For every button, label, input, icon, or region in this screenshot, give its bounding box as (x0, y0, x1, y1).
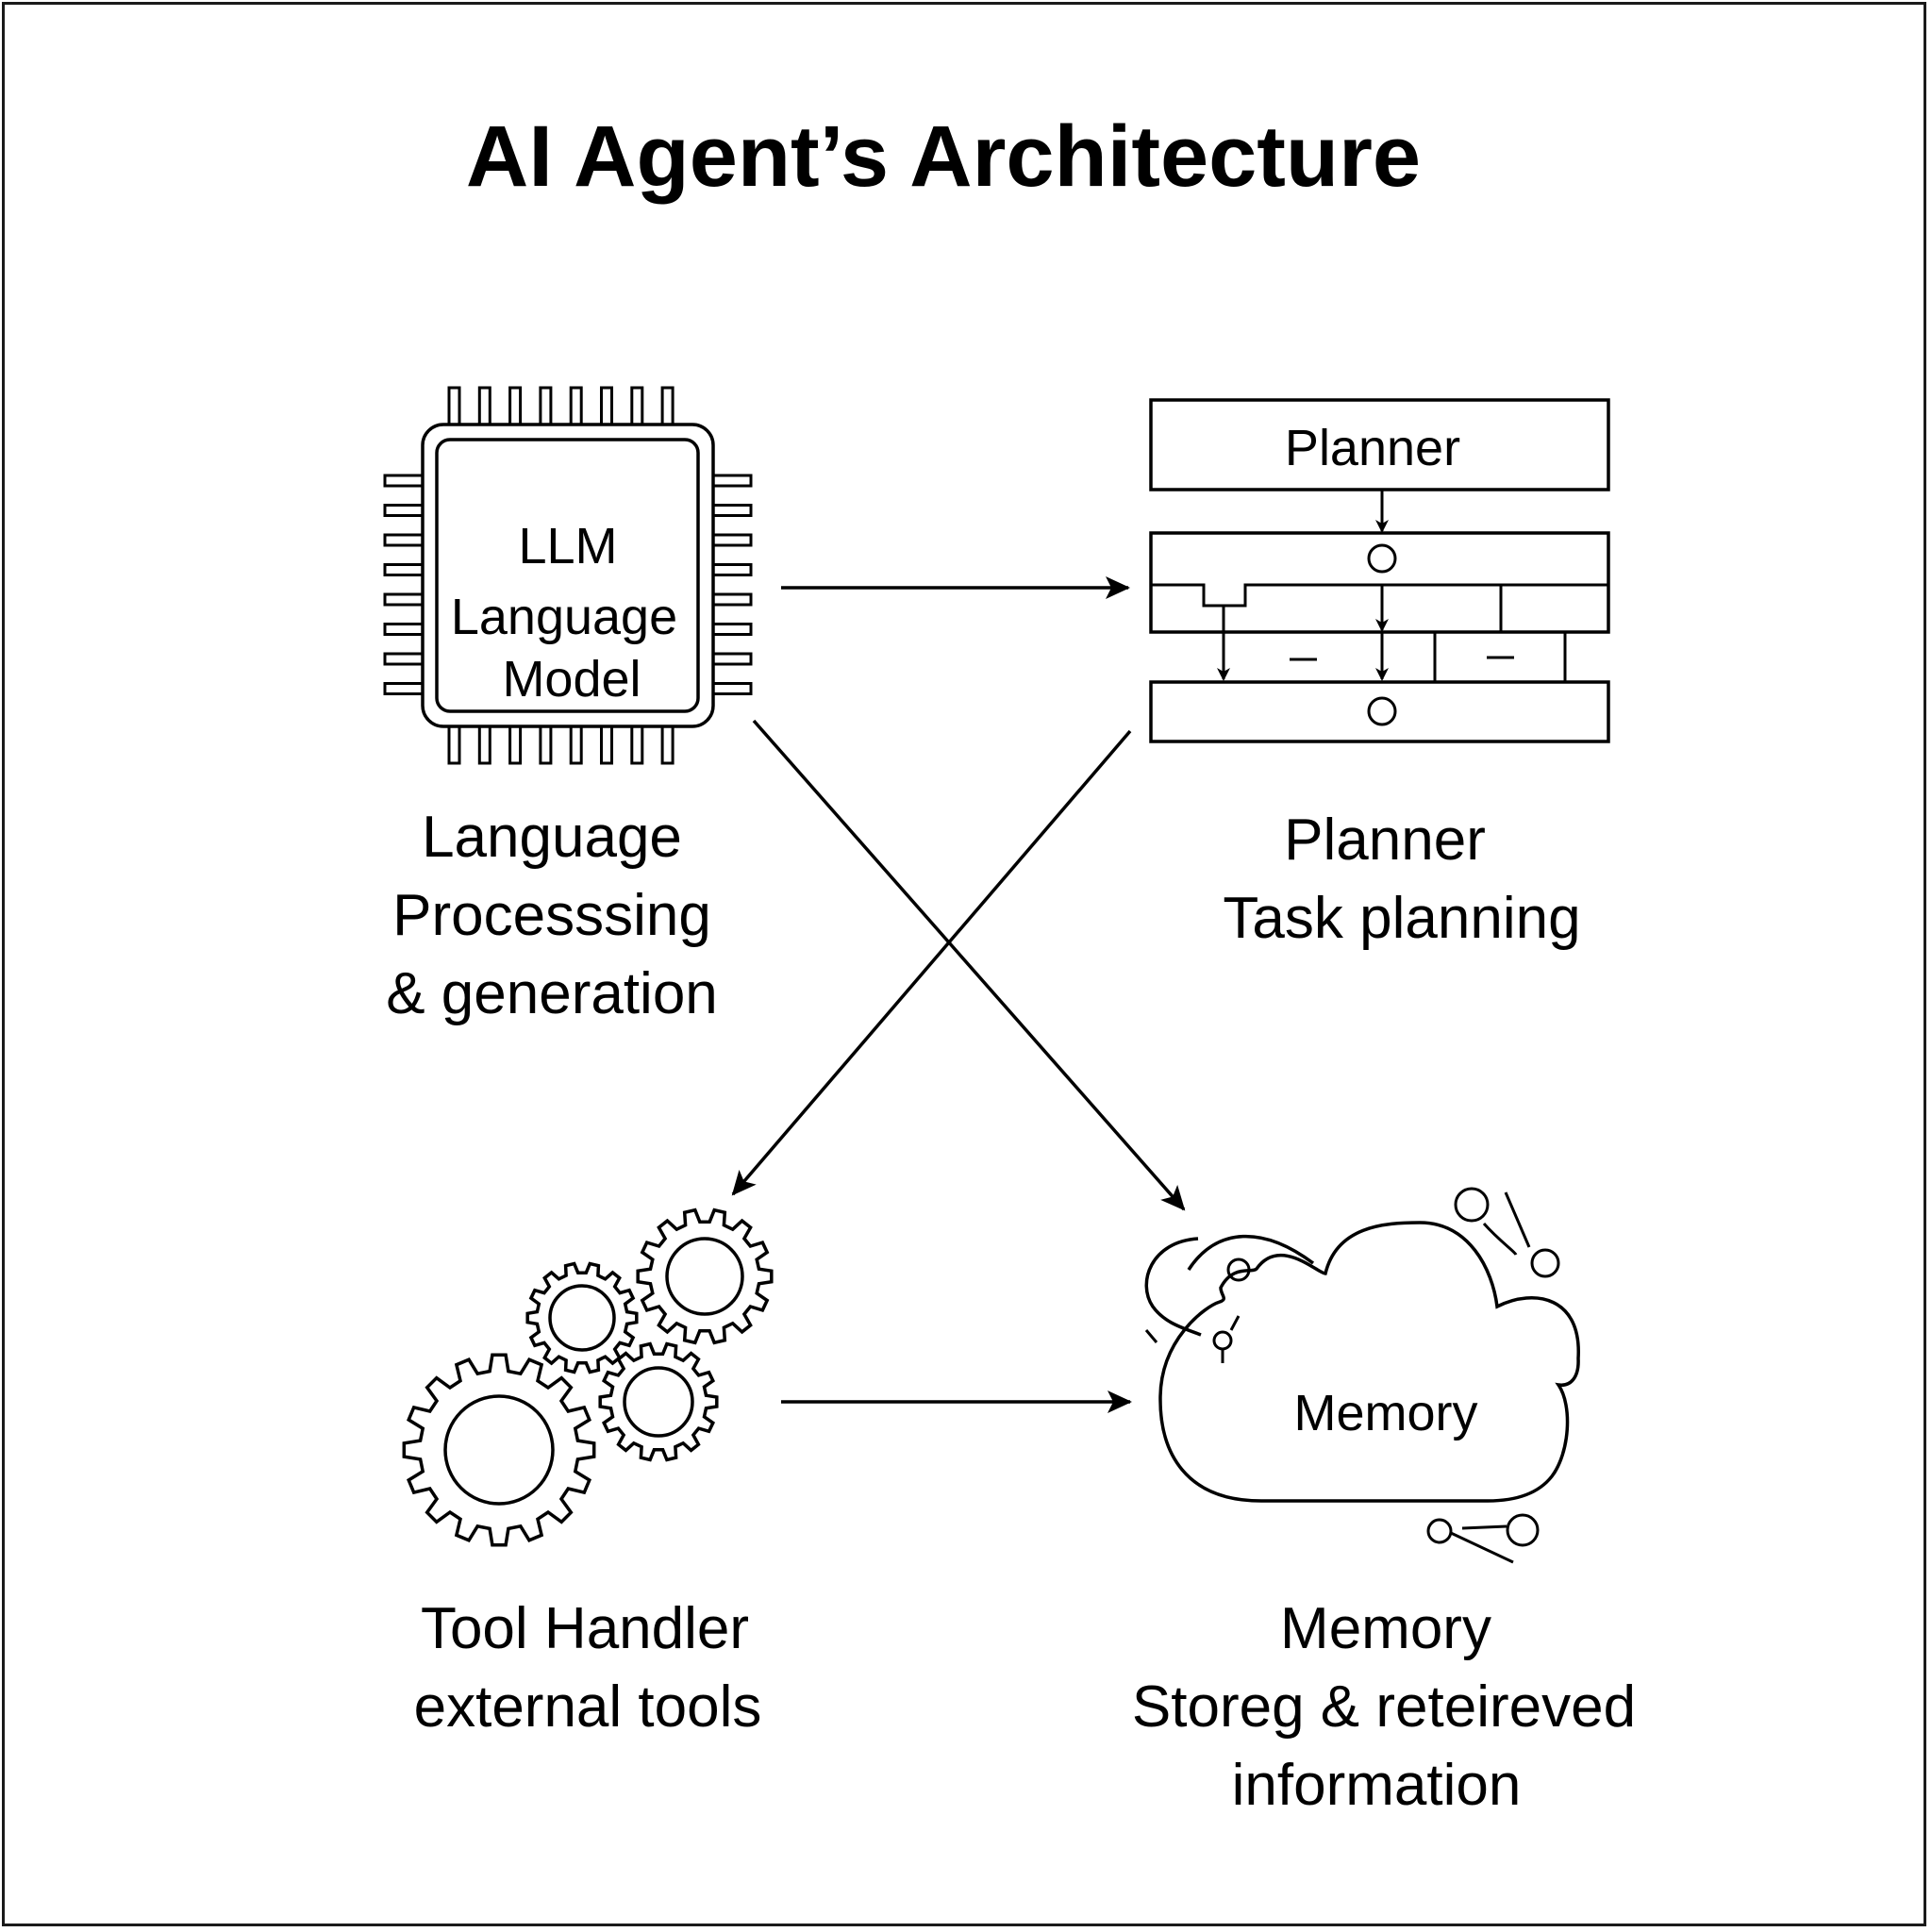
memory-node-link-2 (1450, 1531, 1514, 1564)
planner-caption: Planner Task planning (1223, 808, 1580, 951)
planner-caption-line-1: Planner (1284, 808, 1486, 873)
memory-node-3-link (1482, 1222, 1518, 1256)
gear-large-teeth (402, 1353, 596, 1547)
chip-inner-body (435, 438, 700, 713)
chip-pin-top (508, 386, 523, 426)
chip-pin-right (711, 533, 753, 547)
chip-pin-right (711, 592, 753, 607)
memory-connector-line (1504, 1191, 1531, 1248)
gear-medium-top-right-hub (665, 1237, 744, 1316)
chip-pins-left (383, 474, 425, 695)
chip-pin-left (383, 623, 425, 636)
chip-pin-left (383, 652, 425, 666)
planner-box-label: Planner (1285, 420, 1460, 476)
gear-small-bottom-teeth (598, 1341, 719, 1462)
chip-pin-right (711, 563, 753, 576)
chip-pins-top (447, 386, 675, 426)
memory-cloud-icon: Memory (1144, 1187, 1580, 1564)
chip-pin-bottom (508, 724, 523, 765)
chip-pin-left (383, 682, 425, 695)
llm-caption-line-3: & generation (386, 961, 718, 1026)
chip-pin-top (539, 386, 553, 426)
chip-label-line-2: Language (451, 589, 677, 645)
memory-swirl-arc-1 (1144, 1237, 1202, 1337)
llm-caption: Language Processsing & generation (386, 805, 718, 1026)
gear-large-icon (402, 1353, 596, 1547)
chip-pins-bottom (447, 724, 675, 765)
memory-cloud-shape (1158, 1221, 1580, 1503)
chip-pins-right (711, 474, 753, 695)
chip-pin-top (447, 386, 461, 426)
tools-caption-line-2: external tools (414, 1674, 762, 1740)
chip-pin-bottom (477, 724, 491, 765)
chip-pin-bottom (660, 724, 675, 765)
gear-medium-top-right-icon (636, 1208, 774, 1345)
chip-pin-right (711, 682, 753, 695)
chip-pin-top (660, 386, 675, 426)
gear-large-hub (443, 1394, 555, 1506)
planner-node-1 (1367, 543, 1397, 574)
chip-pin-bottom (539, 724, 553, 765)
llm-caption-line-1: Language (422, 805, 682, 870)
chip-pin-top (477, 386, 491, 426)
chip-pin-left (383, 592, 425, 607)
planner-icon: Planner (1149, 398, 1610, 743)
planner-stage-2 (1149, 680, 1610, 743)
memory-node-6 (1506, 1513, 1540, 1547)
gear-small-bottom-hub (623, 1366, 694, 1438)
memory-node-2 (1212, 1330, 1233, 1351)
chip-pin-bottom (447, 724, 461, 765)
chip-pin-left (383, 474, 425, 488)
chip-pin-right (711, 504, 753, 517)
gear-medium-top-right-teeth (636, 1208, 774, 1345)
llm-caption-line-2: Processsing (392, 883, 711, 948)
planner-stage-1 (1149, 531, 1610, 634)
chip-pin-right (711, 474, 753, 488)
tools-caption: Tool Handler external tools (414, 1596, 762, 1740)
gears-icon (402, 1208, 774, 1547)
llm-chip-icon: LLM Language Model (383, 386, 753, 765)
memory-node-1 (1226, 1257, 1251, 1282)
tools-caption-line-1: Tool Handler (421, 1596, 749, 1661)
memory-node-3 (1454, 1187, 1490, 1223)
planner-caption-line-2: Task planning (1223, 886, 1580, 951)
planner-header-box (1149, 398, 1610, 491)
chip-pin-left (383, 504, 425, 517)
chip-label-line-1: LLM (518, 518, 617, 575)
chip-pin-left (383, 563, 425, 576)
memory-node-4 (1530, 1248, 1560, 1278)
memory-node-link-1 (1461, 1524, 1507, 1530)
diagram-title: AI Agent’s Architecture (466, 108, 1421, 205)
chip-outer-body (421, 423, 715, 728)
memory-node-2-link (1229, 1315, 1241, 1331)
chip-pin-top (630, 386, 644, 426)
chip-pin-right (711, 623, 753, 636)
memory-node-5 (1426, 1518, 1453, 1544)
chip-pin-bottom (600, 724, 613, 765)
chip-pin-left (383, 533, 425, 547)
chip-label-line-3: Model (502, 651, 641, 708)
memory-caption-line-2: Storeg & reteireved (1132, 1674, 1636, 1740)
arrow-planner-to-tools (731, 729, 1132, 1196)
arrow-llm-to-memory (752, 719, 1186, 1211)
chip-pin-top (569, 386, 583, 426)
gear-small-top-hub (548, 1284, 616, 1352)
memory-cloud-label: Memory (1293, 1385, 1477, 1441)
memory-tick-mark (1144, 1329, 1158, 1343)
memory-swirl-arc-2 (1187, 1234, 1315, 1271)
memory-caption: Memory Storeg & reteireved information (1132, 1596, 1636, 1818)
planner-node-2 (1367, 696, 1397, 726)
chip-pin-right (711, 652, 753, 666)
chip-pin-top (600, 386, 613, 426)
memory-caption-line-3: information (1232, 1753, 1522, 1818)
chip-pin-bottom (569, 724, 583, 765)
memory-caption-line-1: Memory (1280, 1596, 1491, 1661)
gear-small-bottom-icon (598, 1341, 719, 1462)
chip-pin-bottom (630, 724, 644, 765)
